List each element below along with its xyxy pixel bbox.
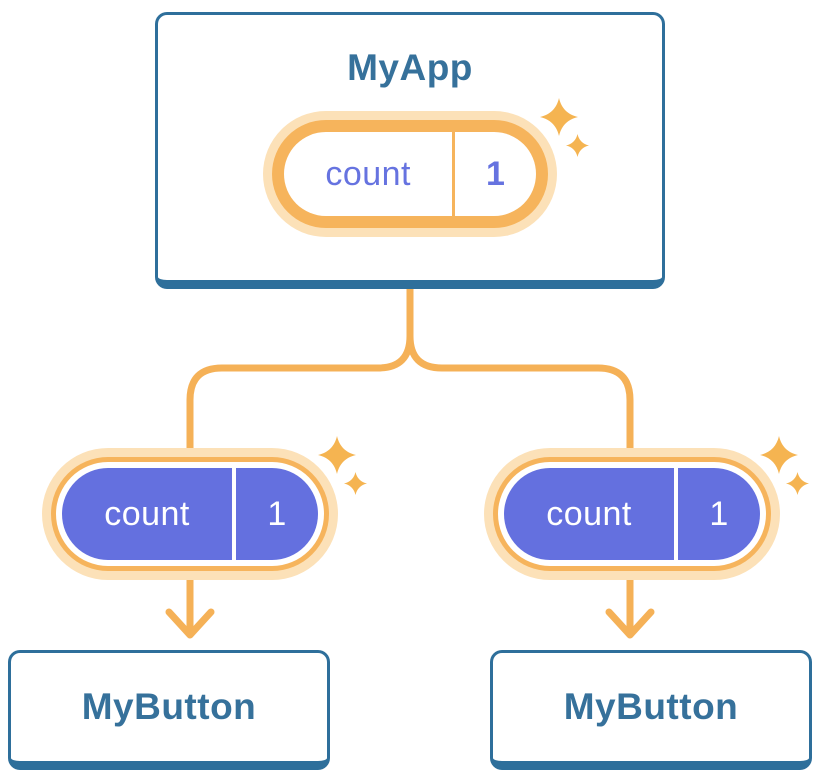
state-pill: count 1: [263, 111, 557, 237]
sparkle-icon: [318, 436, 356, 474]
sparkles-right: [760, 434, 820, 504]
component-title: MyApp: [347, 47, 473, 88]
branch-right: [406, 284, 655, 639]
prop-pill-inner: count 1: [498, 462, 766, 566]
sparkle-icon: [760, 436, 798, 474]
arrowhead-right-icon: [605, 608, 655, 639]
sparkle-icon: [540, 98, 578, 136]
prop-pill-body: count 1: [62, 468, 318, 560]
prop-pill-body: count 1: [504, 468, 760, 560]
component-title: MyButton: [563, 686, 739, 727]
sparkles-root: [540, 96, 610, 166]
prop-value: 1: [709, 494, 729, 533]
sparkle-icon: [786, 472, 809, 495]
prop-label-segment: count: [62, 468, 237, 560]
prop-value-segment: 1: [236, 468, 318, 560]
prop-pill-inner: count 1: [56, 462, 324, 566]
component-card-root: MyApp count 1: [155, 12, 665, 289]
component-card-child-left: MyButton: [8, 650, 330, 770]
sparkle-icon: [566, 134, 589, 157]
sparkle-icon: [344, 472, 367, 495]
arrowhead-left-icon: [165, 608, 215, 639]
prop-value: 1: [267, 494, 287, 533]
component-card-child-right: MyButton: [490, 650, 812, 770]
state-pill-body: count 1: [284, 132, 536, 216]
component-title: MyButton: [81, 686, 257, 727]
state-name: count: [325, 154, 412, 193]
prop-name: count: [546, 494, 632, 533]
prop-label-segment: count: [504, 468, 679, 560]
state-pill-label-segment: count: [284, 132, 456, 216]
sparkles-left: [318, 434, 388, 504]
prop-pill-left: count 1: [42, 448, 338, 580]
prop-pill-ring: count 1: [51, 457, 329, 571]
prop-pill-ring: count 1: [493, 457, 771, 571]
state-pill-value-segment: 1: [455, 132, 536, 216]
prop-name: count: [104, 494, 190, 533]
prop-pill-right: count 1: [484, 448, 780, 580]
state-value: 1: [485, 154, 506, 193]
state-pill-ring: count 1: [272, 120, 548, 228]
prop-value-segment: 1: [678, 468, 760, 560]
